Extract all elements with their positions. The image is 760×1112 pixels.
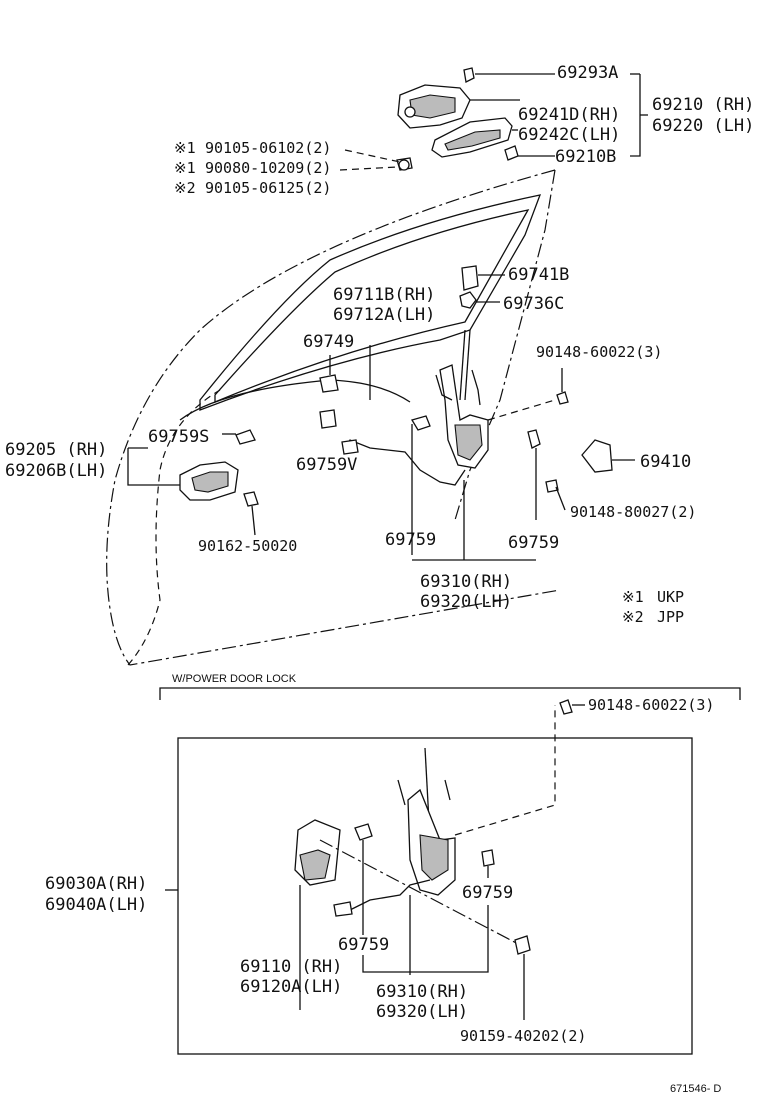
label-69711B: 69711B(RH) xyxy=(333,285,435,305)
legend-mark-2: ※2 xyxy=(622,608,644,626)
label-69293A: 69293A xyxy=(557,63,618,83)
label-69110: 69110 (RH) xyxy=(240,957,342,977)
label-90148-60022: 90148-60022(3) xyxy=(536,343,662,361)
outside-handle-assembly xyxy=(339,67,648,171)
label-69320: 69320(LH) xyxy=(420,592,512,612)
label-69712A: 69712A(LH) xyxy=(333,305,435,325)
mark-1b: ※1 xyxy=(174,159,196,177)
legend-ukp: UKP xyxy=(657,588,684,606)
label-90148-80027: 90148-80027(2) xyxy=(570,503,696,521)
label-69759-b: 69759 xyxy=(508,533,559,553)
label-90105-06125: 90105-06125(2) xyxy=(205,179,331,197)
label-69120A: 69120A(LH) xyxy=(240,977,342,997)
inside-lock-parts xyxy=(127,265,635,561)
label-69320-lower: 69320(LH) xyxy=(376,1002,468,1022)
label-90105-06102: 90105-06102(2) xyxy=(205,139,331,157)
label-69410: 69410 xyxy=(640,452,691,472)
mark-2: ※2 xyxy=(174,179,196,197)
label-69736C: 69736C xyxy=(503,294,564,314)
label-69759V: 69759V xyxy=(296,455,357,475)
label-90159-40202: 90159-40202(2) xyxy=(460,1027,586,1045)
diagram-code: 671546- D xyxy=(670,1083,721,1095)
label-90080-10209: 90080-10209(2) xyxy=(205,159,331,177)
label-69310-lower: 69310(RH) xyxy=(376,982,468,1002)
label-69759-a: 69759 xyxy=(385,530,436,550)
label-69759S: 69759S xyxy=(148,427,209,447)
label-69040A: 69040A(LH) xyxy=(45,895,147,915)
door-outline xyxy=(106,169,561,666)
legend-mark-1: ※1 xyxy=(622,588,644,606)
label-69759-c: 69759 xyxy=(462,883,513,903)
label-69210B: 69210B xyxy=(555,147,616,167)
label-69242C: 69242C(LH) xyxy=(518,125,620,145)
label-90162-50020: 90162-50020 xyxy=(198,537,297,555)
labels: 69293A 69210 (RH) 69220 (LH) 69241D(RH) … xyxy=(5,63,754,1095)
label-69220: 69220 (LH) xyxy=(652,116,754,136)
label-69206B: 69206B(LH) xyxy=(5,461,107,481)
label-69749: 69749 xyxy=(303,332,354,352)
label-69030A: 69030A(RH) xyxy=(45,874,147,894)
label-69741B: 69741B xyxy=(508,265,569,285)
power-door-lock-section xyxy=(159,687,741,1055)
legend-jpp: JPP xyxy=(657,608,684,626)
label-69310: 69310(RH) xyxy=(420,572,512,592)
section-title: W/POWER DOOR LOCK xyxy=(172,673,297,685)
label-90148-60022-lower: 90148-60022(3) xyxy=(588,696,714,714)
label-69205: 69205 (RH) xyxy=(5,440,107,460)
mark-1a: ※1 xyxy=(174,139,196,157)
label-69210: 69210 (RH) xyxy=(652,95,754,115)
label-69241D: 69241D(RH) xyxy=(518,105,620,125)
label-69759-d: 69759 xyxy=(338,935,389,955)
